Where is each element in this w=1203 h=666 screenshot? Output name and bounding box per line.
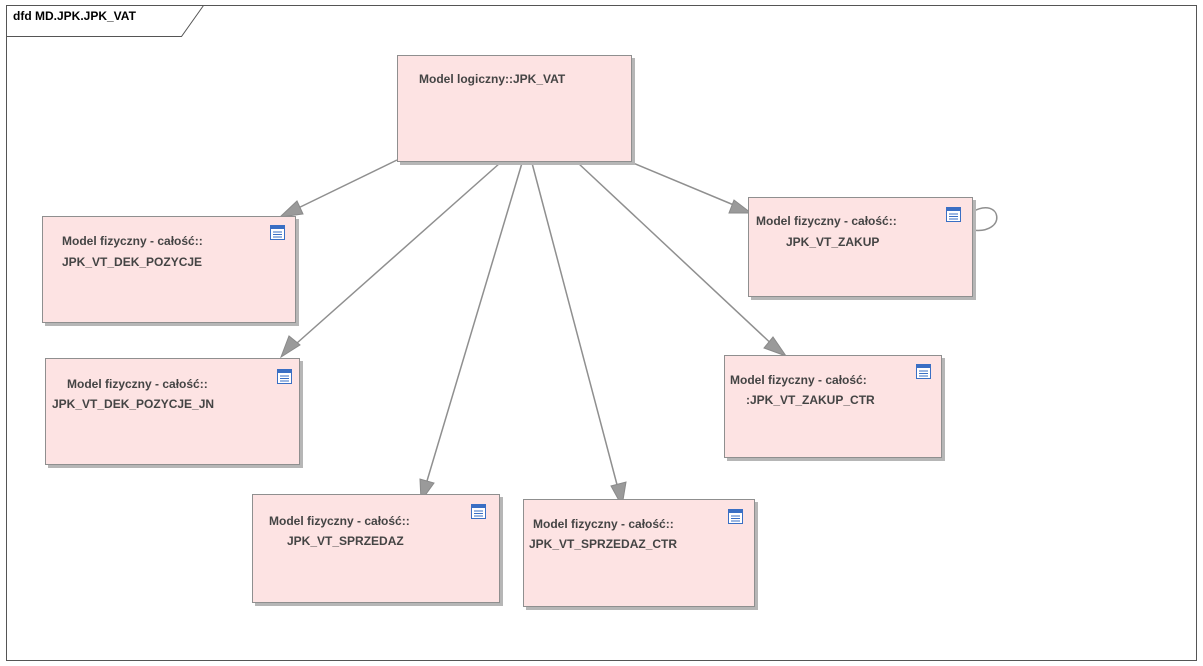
table-icon <box>728 509 743 524</box>
node-label-line2: :JPK_VT_ZAKUP_CTR <box>746 393 875 407</box>
node-label-line2: JPK_VT_DEK_POZYCJE <box>62 255 203 269</box>
connector-dek-pozycje[interactable] <box>289 159 398 213</box>
table-icon <box>277 369 292 384</box>
node-jpk-vt-dek-pozycje[interactable]: Model fizyczny - całość:: JPK_VT_DEK_POZ… <box>42 216 296 323</box>
connector-sprzedaz-ctr[interactable] <box>531 162 621 497</box>
node-label-line1: Model fizyczny - całość:: <box>62 234 203 248</box>
arrowhead-zakup <box>728 199 753 214</box>
node-jpk-vt-dek-pozycje-jn[interactable]: Model fizyczny - całość:: JPK_VT_DEK_POZ… <box>45 358 300 465</box>
arrowhead-dek-pozycje <box>278 200 304 218</box>
node-label-line1: Model fizyczny - całość:: <box>67 377 208 391</box>
node-jpk-vt-sprzedaz[interactable]: Model fizyczny - całość:: JPK_VT_SPRZEDA… <box>252 494 500 603</box>
node-label-line2: JPK_VT_DEK_POZYCJE_JN <box>52 397 215 411</box>
node-label-line1: Model fizyczny - całość:: <box>533 517 674 531</box>
table-icon <box>471 504 486 519</box>
connector-zakup-ctr[interactable] <box>577 162 778 350</box>
arrowhead-dek-pozycje-jn <box>279 335 301 359</box>
frame-title-tab <box>6 5 204 37</box>
arrowhead-zakup-ctr <box>763 336 788 358</box>
node-label: Model logiczny::JPK_VAT <box>419 72 566 86</box>
node-label-line1: Model fizyczny - całość:: <box>269 514 410 528</box>
node-label-line1: Model fizyczny - całość:: <box>756 214 897 228</box>
node-label-line2: JPK_VT_SPRZEDAZ <box>287 534 404 548</box>
connector-dek-pozycje-jn[interactable] <box>287 162 501 352</box>
table-icon <box>270 225 285 240</box>
node-jpk-vt-zakup[interactable]: Model fizyczny - całość:: JPK_VT_ZAKUP <box>748 197 973 297</box>
frame-border <box>6 5 1197 661</box>
diagram-title: dfd MD.JPK.JPK_VAT <box>13 9 136 23</box>
table-icon <box>916 364 931 379</box>
node-logical-jpk-vat[interactable]: Model logiczny::JPK_VAT <box>397 55 632 162</box>
connector-sprzedaz[interactable] <box>423 162 523 492</box>
table-icon <box>946 207 961 222</box>
node-label-line2: JPK_VT_SPRZEDAZ_CTR <box>529 537 678 551</box>
connector-zakup-self[interactable] <box>971 207 998 232</box>
node-jpk-vt-zakup-ctr[interactable]: Model fizyczny - całość: :JPK_VT_ZAKUP_C… <box>724 355 942 458</box>
node-label-line2: JPK_VT_ZAKUP <box>786 235 880 249</box>
node-jpk-vt-sprzedaz-ctr[interactable]: Model fizyczny - całość:: JPK_VT_SPRZEDA… <box>523 499 755 607</box>
node-label-line1: Model fizyczny - całość: <box>730 373 867 387</box>
connector-zakup[interactable] <box>632 162 742 209</box>
